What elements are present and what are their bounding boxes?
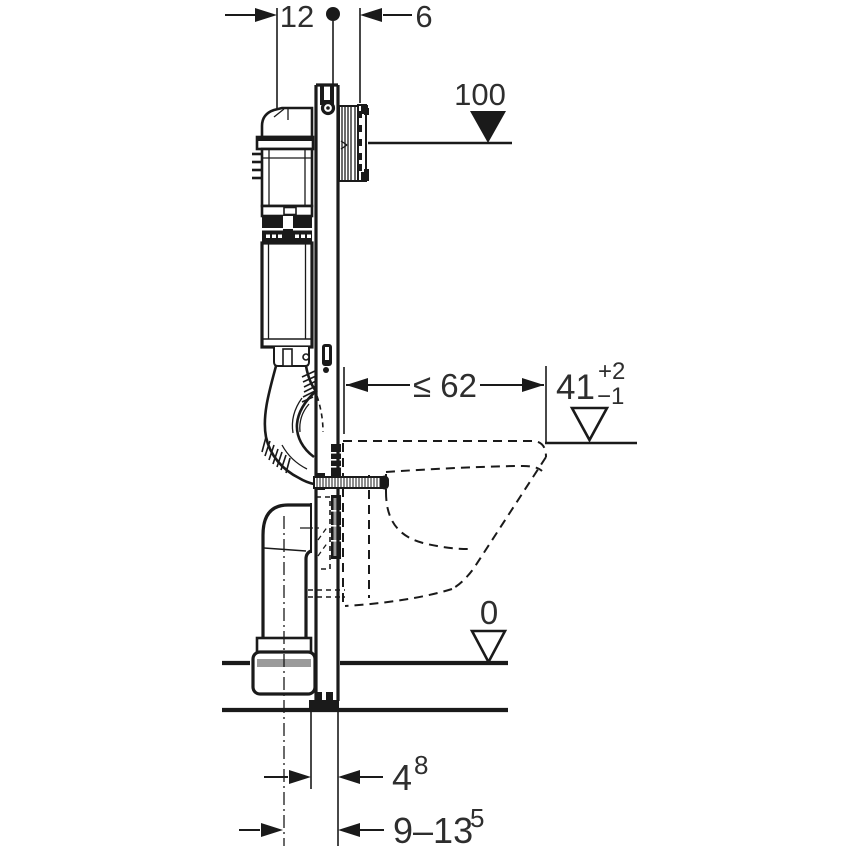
tolerance-minus-label: −1 (597, 383, 624, 410)
datum-dot-icon (326, 7, 340, 21)
dim-arrow-icon (338, 823, 360, 837)
wc-bowl-outline (342, 440, 547, 607)
dims-bottom: 4 8 9–13 5 (239, 712, 484, 850)
bowl-front-edge (451, 456, 547, 590)
dim-outlet-offset-label: 9–13 (393, 810, 473, 850)
dim-top: 12 6 (225, 0, 433, 109)
dim-frame-depth-label: 12 (280, 0, 314, 34)
rail-foot-plate (309, 700, 339, 710)
datum-triangle-open-icon (469, 629, 508, 665)
bowl-rim-inner (385, 464, 543, 473)
dim-arrow-icon (338, 770, 360, 784)
dim-rail-depth-sup: 8 (414, 750, 428, 780)
level-0: 0 (469, 594, 508, 665)
floor-lines (222, 660, 508, 713)
level-100-label: 100 (454, 77, 506, 112)
flush-bend (261, 365, 318, 486)
datum-triangle-filled-icon (470, 111, 506, 143)
drain-center-line (283, 516, 322, 846)
dim-arrow-icon (522, 378, 544, 392)
dim-bowl-height-label: 41 (556, 368, 595, 407)
tolerance-plus-label: +2 (598, 358, 625, 385)
datum-triangle-open-icon (569, 406, 610, 443)
corrugation-ribs-lower (261, 436, 291, 474)
fill-valve-head (260, 106, 314, 139)
dim-arrow-icon (255, 8, 277, 22)
dim-bowl-depth: ≤ 62 (343, 366, 547, 443)
level-100: 100 (368, 77, 512, 145)
flush-pipe-protection-box (338, 104, 369, 182)
dim-outlet-offset-sup: 5 (470, 803, 484, 833)
dim-arrow-icon (360, 8, 382, 22)
dim-pipe-offset-label: 6 (415, 0, 432, 34)
dim-arrow-icon (289, 770, 311, 784)
cistern-main-tank (260, 241, 314, 349)
bowl-basin-curve (385, 491, 469, 550)
dim-rail-depth-label: 4 (392, 757, 412, 798)
dim-arrow-icon (261, 823, 283, 837)
level-0-label: 0 (480, 594, 498, 631)
cistern-tank (252, 106, 315, 367)
wall-anchor-rod (313, 475, 389, 490)
dim-arrow-icon (346, 378, 368, 392)
rail-top-slot (320, 86, 324, 104)
dim-bowl-height: 41 +2 −1 (545, 358, 637, 445)
mounting-rail (309, 83, 340, 710)
corrugation-ribs-upper (301, 370, 317, 403)
dim-bowl-depth-label: ≤ 62 (413, 367, 477, 404)
